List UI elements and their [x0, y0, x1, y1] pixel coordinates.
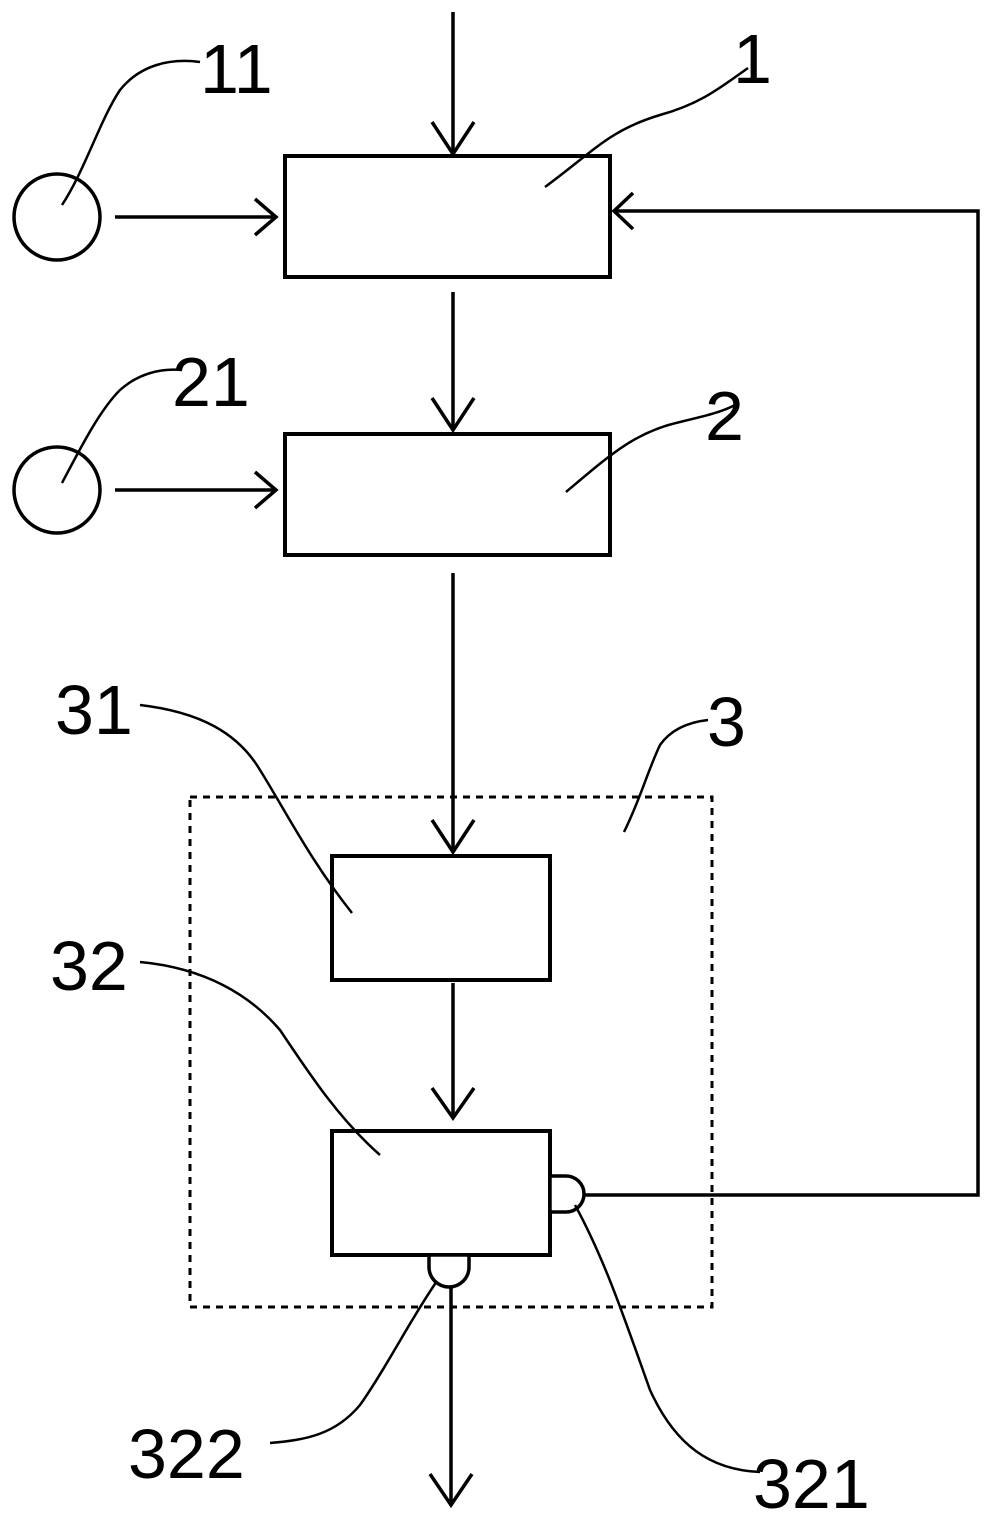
- source-11-circle: [12, 172, 102, 262]
- label-322: 322: [128, 1415, 245, 1493]
- arrow-block-1-to-block-2: [430, 292, 476, 434]
- output-arrow-port-322: [428, 1287, 474, 1509]
- arrow-source-21-to-block-2: [115, 470, 279, 510]
- leader-line-321: [573, 1204, 761, 1474]
- leader-line-31: [139, 703, 353, 914]
- source-21-circle: [12, 445, 102, 535]
- label-32: 32: [50, 927, 128, 1005]
- feedback-arrow-port-321-to-block-1: [580, 191, 980, 1197]
- label-3: 3: [707, 683, 746, 761]
- leader-line-2: [565, 403, 736, 493]
- label-1: 1: [733, 20, 772, 98]
- block-1: [283, 154, 612, 279]
- leader-line-11: [60, 59, 201, 206]
- arrow-block-31-to-block-32: [430, 983, 476, 1122]
- leader-line-21: [60, 368, 183, 484]
- leader-line-32: [139, 960, 381, 1156]
- leader-line-1: [544, 66, 749, 189]
- port-322: [427, 1253, 471, 1289]
- label-21: 21: [172, 343, 250, 421]
- leader-line-3: [622, 718, 709, 833]
- arrow-source-11-to-block-1: [115, 197, 279, 237]
- block-32: [330, 1129, 552, 1257]
- block-31: [330, 854, 552, 982]
- block-2: [283, 432, 612, 557]
- port-321: [548, 1174, 586, 1214]
- block-3-dashed-group: [188, 795, 714, 1309]
- label-321: 321: [753, 1445, 870, 1520]
- label-11: 11: [200, 30, 273, 108]
- arrow-block-2-to-block-31: [430, 573, 476, 856]
- label-2: 2: [705, 377, 744, 455]
- label-31: 31: [55, 671, 133, 749]
- arrow-top-into-block-1: [430, 12, 476, 158]
- leader-line-322: [269, 1280, 439, 1445]
